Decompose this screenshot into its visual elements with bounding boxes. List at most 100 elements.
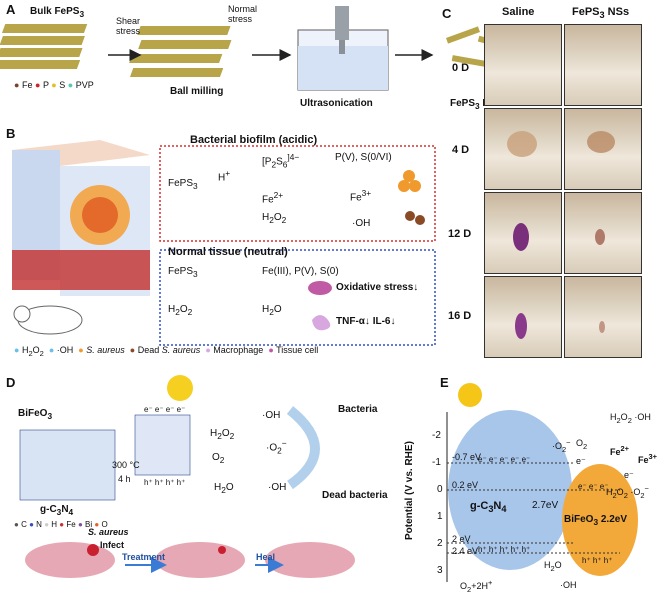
feps3-b2: FePS3 bbox=[168, 266, 198, 279]
macrophage-shape bbox=[312, 315, 331, 331]
vb-bfo: 2.4 eV bbox=[452, 546, 479, 556]
row-0d: 0 D bbox=[452, 62, 470, 74]
photo-saline-0d bbox=[484, 24, 562, 106]
mouse-b bbox=[13, 305, 83, 335]
beaker bbox=[297, 6, 389, 91]
gcn-lattice bbox=[19, 429, 116, 501]
dead-bacteria-label: Dead bacteria bbox=[322, 490, 388, 501]
vb-gcn: 2 eV bbox=[452, 534, 471, 544]
treatment-label: Treatment bbox=[122, 552, 166, 562]
e-yaxis-label: Potential (V vs. RHE) bbox=[404, 441, 415, 540]
h2o-d: H2O bbox=[214, 482, 234, 495]
oh2-d: ·OH bbox=[268, 482, 287, 493]
photo-saline-4d bbox=[484, 108, 562, 190]
bacteria-orange-c bbox=[403, 170, 415, 182]
panel-e-label: E bbox=[440, 375, 449, 390]
cb-bfo: 0.2 eV bbox=[452, 480, 479, 490]
bacteria-orange-b bbox=[409, 180, 421, 192]
heal-label: Heal bbox=[256, 552, 276, 562]
photo-feps3-12d bbox=[564, 192, 642, 274]
photo-saline-12d bbox=[484, 192, 562, 274]
ultra-label: Ultrasonication bbox=[300, 98, 373, 109]
holes-g: h⁺ h⁺ h⁺ h⁺ h⁺ bbox=[478, 545, 531, 554]
h2o2-o2-e: H2O2 ·O2− bbox=[606, 484, 649, 500]
normal-box bbox=[159, 249, 436, 346]
photo-saline-16d bbox=[484, 276, 562, 358]
tick-2: 2 bbox=[437, 538, 443, 549]
infect-label: Infect bbox=[100, 540, 125, 550]
electrons-b: e⁻ e⁻ e⁻ bbox=[578, 482, 609, 491]
gcn-band bbox=[448, 410, 572, 570]
biofilm-title: Bacterial biofilm (acidic) bbox=[190, 134, 318, 146]
o2-d: O2 bbox=[212, 452, 225, 465]
tnf-il6: TNF-α↓ IL-6↓ bbox=[336, 316, 396, 327]
panel-d-label: D bbox=[6, 375, 16, 390]
emin2-e: e⁻ bbox=[624, 470, 634, 480]
panel-c-label: C bbox=[442, 6, 452, 21]
fe3-ion: Fe3+ bbox=[350, 188, 372, 204]
h2o-e: H2O bbox=[544, 560, 562, 573]
panel-b-label: B bbox=[6, 126, 16, 141]
fe3-e: Fe3+ bbox=[638, 452, 658, 465]
sun-d bbox=[167, 375, 193, 401]
oh-e: ·OH bbox=[560, 580, 577, 590]
tissue-cell-shape bbox=[308, 281, 332, 295]
oh1-d: ·OH bbox=[262, 410, 281, 421]
row-12d: 12 D bbox=[448, 228, 472, 240]
h2o-b2: H2O bbox=[262, 304, 282, 317]
feps3-b1: FePS3 bbox=[168, 178, 198, 191]
ballmill-layers bbox=[129, 26, 232, 77]
h2o2-oh-e: H2O2 ·OH bbox=[610, 412, 651, 425]
col-saline: Saline bbox=[502, 6, 535, 18]
gcn-d: g-C3N4 bbox=[40, 504, 74, 517]
electrons-d: e⁻ e⁻ e⁻ e⁻ bbox=[144, 405, 186, 414]
o2-e: O2 bbox=[576, 438, 588, 451]
h2o2-b1: H2O2 bbox=[262, 212, 287, 225]
composite-lattice bbox=[134, 414, 191, 476]
o2rad-e: ·O2− bbox=[552, 438, 571, 454]
bulk-label: Bulk FePS3 bbox=[30, 6, 85, 19]
ox-stress: Oxidative stress↓ bbox=[336, 282, 419, 293]
gcn-gap: 2.7eV bbox=[532, 500, 559, 511]
eminus-e: e⁻ bbox=[576, 456, 586, 466]
h2o2-d: H2O2 bbox=[210, 428, 235, 441]
col-feps3: FePS3 NSs bbox=[572, 6, 630, 21]
fe3-products: Fe(III), P(V), S(0) bbox=[262, 266, 339, 277]
pv-s-products: P(V), S(0/VI) bbox=[335, 152, 392, 163]
element-legend-a: ● Fe ● P ● S ● PVP bbox=[14, 80, 94, 90]
bacteria-orange-a bbox=[398, 180, 410, 192]
saureus-d: S. aureus bbox=[88, 527, 129, 537]
legend-b: ● H2O2 ● ·OH ● S. aureus ● Dead S. aureu… bbox=[14, 345, 319, 358]
panel-a-label: A bbox=[6, 2, 16, 17]
photo-feps3-16d bbox=[564, 276, 642, 358]
bifeo3-d: BiFeO3 bbox=[18, 408, 53, 421]
oh-b1: ·OH bbox=[352, 218, 371, 229]
time-d: 4 h bbox=[118, 474, 131, 484]
biofilm-box bbox=[159, 145, 436, 242]
photo-feps3-0d bbox=[564, 24, 642, 106]
hplus: H+ bbox=[218, 168, 231, 184]
bacteria-dead-b bbox=[415, 215, 425, 225]
holes-d: h⁺ h⁺ h⁺ h⁺ bbox=[144, 478, 186, 487]
electrons-g: e⁻ e⁻ e⁻ e⁻ e⁻ bbox=[478, 455, 531, 464]
bfo-band bbox=[562, 464, 638, 576]
h2o2-b2: H2O2 bbox=[168, 304, 193, 317]
sun-e bbox=[458, 383, 482, 407]
flow-arrow-d bbox=[286, 406, 320, 490]
temp-d: 300 °C bbox=[112, 460, 140, 470]
bfo-e: BiFeO3 2.2eV bbox=[564, 514, 628, 527]
mice-row bbox=[25, 542, 355, 578]
element-legend-d: ● C ● N ● H ● Fe ● Bi ● O bbox=[14, 520, 108, 529]
tick-3: 3 bbox=[437, 565, 443, 576]
row-4d: 4 D bbox=[452, 144, 470, 156]
ballmill-label: Ball milling bbox=[170, 86, 224, 97]
bulk-layers bbox=[0, 24, 88, 69]
tick-m2: -2 bbox=[432, 430, 441, 441]
normal-title: Normal tissue (neutral) bbox=[168, 246, 288, 258]
bacteria-dead-a bbox=[405, 211, 415, 221]
tick-m1: -1 bbox=[432, 457, 441, 468]
tick-0: 0 bbox=[437, 484, 443, 495]
